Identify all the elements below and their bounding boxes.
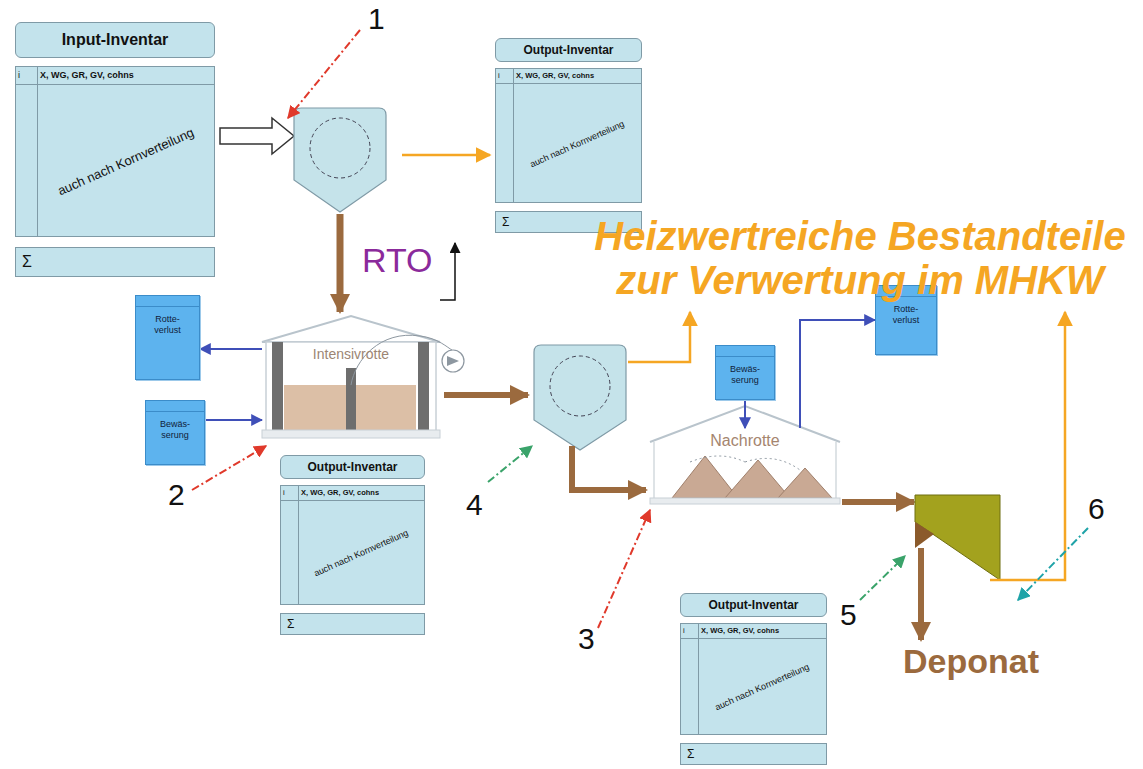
column-index: i: [280, 485, 298, 501]
balance-box: Bewäs- serung: [715, 345, 775, 400]
column-index: i: [15, 66, 37, 85]
callout-number: 5: [840, 598, 857, 631]
box-band: [716, 346, 774, 357]
column-header: X, WG, GR, GV, cohns: [37, 66, 215, 85]
table-note: auch nach Kornverteilung: [298, 501, 425, 605]
box-label: Bewäs- serung: [155, 419, 195, 442]
exhaust-label: RTO: [362, 242, 433, 279]
output-arrow: [990, 312, 1065, 580]
column-index: i: [495, 68, 513, 84]
table-frame: [680, 623, 827, 735]
box-label: Rotte- verlust: [148, 314, 188, 337]
landfill-label: Deponat: [903, 643, 1039, 680]
intensive-composting-hall: [262, 316, 464, 438]
process-hall: Nachrotte: [650, 428, 840, 502]
inventory-table: Input-Inventar iX, WG, GR, GV, cohnsauch …: [15, 22, 215, 277]
sieve-drum: [534, 345, 626, 450]
material-arrow: [444, 392, 528, 398]
flow-arrow: [800, 320, 875, 428]
callout-number: 4: [466, 488, 483, 521]
output-arrow: [628, 312, 690, 362]
callout-number: 1: [368, 2, 385, 35]
column-header: X, WG, GR, GV, cohns: [298, 485, 425, 501]
box-band: [146, 401, 204, 412]
callout-arrow: [488, 446, 532, 482]
table-note: auch nach Kornverteilung: [698, 639, 827, 735]
table-note: auch nach Kornverteilung: [513, 84, 642, 203]
splitter: [915, 495, 1000, 580]
callout-arrow: [288, 30, 360, 118]
callout-number: 2: [168, 478, 185, 511]
table-rule: [298, 485, 299, 605]
table-frame: [15, 66, 215, 237]
inventory-table: Output-Inventar iX, WG, GR, GV, cohnsauch…: [495, 38, 642, 233]
balance-box: Bewäs- serung: [145, 400, 205, 465]
table-rule: [37, 66, 38, 237]
process-hall: Intensivrotte: [262, 318, 440, 440]
material-arrow: [842, 499, 914, 505]
table-heading: Output-Inventar: [280, 455, 425, 479]
sum-row: Σ: [280, 613, 425, 635]
callout-number: 6: [1088, 492, 1105, 525]
output-label: Heizwertreiche Bestandteile zur Verwertu…: [580, 214, 1140, 302]
callout-number: 3: [578, 622, 595, 655]
column-index: i: [680, 623, 698, 639]
table-heading: Output-Inventar: [680, 593, 827, 617]
material-arrow: [572, 446, 646, 490]
box-band: [136, 296, 199, 307]
input-arrow: [220, 118, 294, 154]
callout-arrow: [598, 510, 650, 628]
flow-arrow: [205, 419, 262, 421]
output-arrow: [402, 154, 490, 157]
flow-arrow: [200, 348, 262, 350]
material-arrow: [337, 214, 344, 312]
callout-arrow: [860, 556, 905, 600]
box-label: Bewäs- serung: [725, 364, 765, 387]
hall-label: Nachrotte: [650, 428, 840, 450]
material-arrow: [918, 548, 924, 640]
sum-row: Σ: [680, 743, 827, 765]
inventory-table: Output-Inventar iX, WG, GR, GV, cohnsauch…: [680, 593, 827, 765]
exhaust-arrow: [440, 243, 455, 300]
balance-box: Rotte- verlust: [135, 295, 200, 380]
column-header: X, WG, GR, GV, cohns: [698, 623, 827, 639]
callout-arrow: [1018, 528, 1088, 600]
hall-label: Intensivrotte: [262, 318, 440, 363]
flow-arrow: [744, 400, 746, 428]
table-rule: [698, 623, 699, 735]
sum-row: Σ: [15, 247, 215, 277]
table-frame: [280, 485, 425, 605]
sieve-drum: [294, 108, 386, 212]
table-heading: Input-Inventar: [15, 22, 215, 58]
table-frame: [495, 68, 642, 203]
column-header: X, WG, GR, GV, cohns: [513, 68, 642, 84]
inventory-table: Output-Inventar iX, WG, GR, GV, cohnsauch…: [280, 455, 425, 635]
table-rule: [513, 68, 514, 203]
table-heading: Output-Inventar: [495, 38, 642, 62]
table-note: auch nach Kornverteilung: [37, 85, 215, 237]
box-label: Rotte- verlust: [886, 304, 926, 327]
